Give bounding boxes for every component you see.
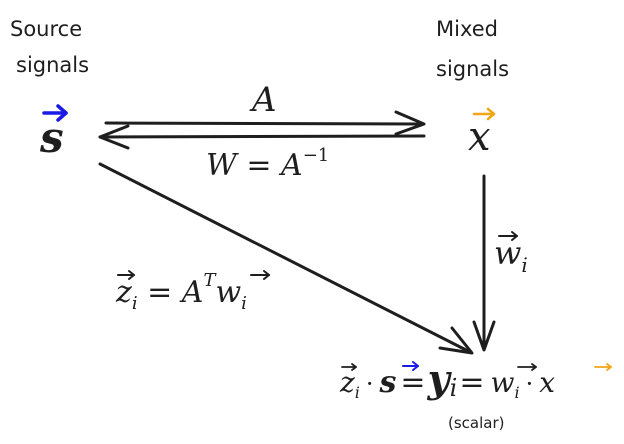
source-label-line1: Source (10, 17, 82, 41)
mixing-arrow (104, 110, 426, 136)
mixed-node: x (468, 107, 496, 160)
projection-w-arrow-icon (250, 270, 270, 280)
mixed-vector-arrow-icon (472, 107, 496, 121)
eq-z-arrow-icon (341, 363, 357, 371)
eq-w-arrow-icon (517, 363, 537, 371)
eq-s: s (379, 365, 397, 400)
mixed-label-line2: signals (436, 57, 509, 81)
projection-z-arrow-icon (117, 270, 135, 280)
eq-x: x (539, 366, 555, 399)
projection-arrow (98, 162, 474, 355)
weight-arrow (472, 174, 496, 352)
weight-label: wi (494, 231, 528, 277)
eq-x-arrow-icon (594, 363, 612, 371)
eq-s-arrow-icon (402, 361, 419, 371)
eq-y: y (427, 356, 453, 401)
mixing-label: A (249, 80, 277, 120)
eq-z: z (339, 366, 355, 399)
output-equation: zi·s=yi=wi·x (339, 356, 612, 402)
source-node: s (39, 104, 68, 162)
svg-text:zi = ATwi: zi = ATwi (115, 270, 247, 314)
source-label-line2: signals (16, 53, 89, 77)
projection-label: zi = ATwi (115, 270, 270, 314)
unmixing-arrow (98, 124, 426, 150)
eq-w: w (490, 366, 514, 399)
source-vector-arrow-icon (42, 104, 68, 122)
source-symbol: s (39, 113, 64, 162)
weight-vector-arrow-icon (498, 231, 518, 241)
mixed-symbol: x (468, 114, 491, 160)
mixed-label-line1: Mixed (436, 17, 498, 41)
svg-text:zi·s=yi=wi·x: zi·s=yi=wi·x (339, 356, 555, 402)
scalar-note: (scalar) (448, 414, 504, 432)
unmixing-label: W = A−1 (206, 145, 329, 183)
svg-text:wi: wi (494, 234, 528, 277)
